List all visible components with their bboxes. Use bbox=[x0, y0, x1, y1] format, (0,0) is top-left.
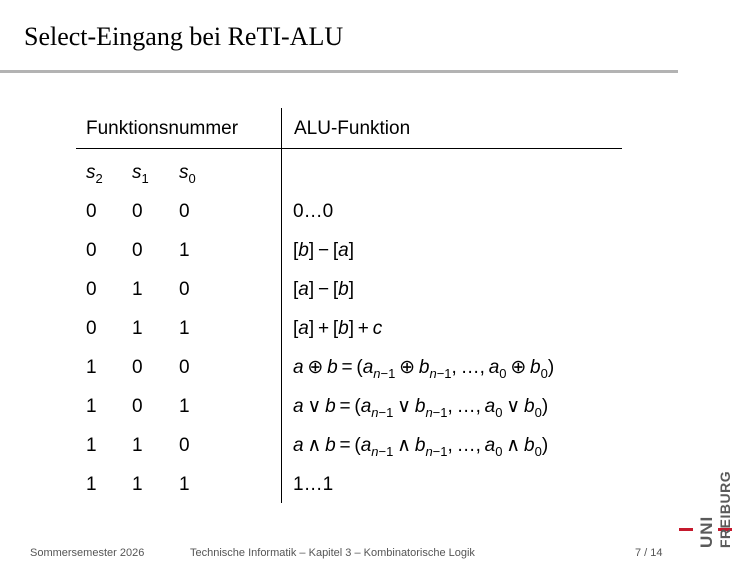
logo-uni-text: UNI bbox=[697, 515, 716, 548]
header-function-number: Funktionsnummer bbox=[86, 118, 239, 139]
alu-function: 1…1 bbox=[293, 474, 334, 495]
s0-value: 0 bbox=[179, 357, 190, 378]
s0-value: 0 bbox=[179, 279, 190, 300]
s0-value: 1 bbox=[179, 240, 190, 261]
slide-title: Select-Eingang bei ReTI-ALU bbox=[24, 22, 344, 51]
s2-value: 1 bbox=[86, 396, 97, 417]
s0-value: 1 bbox=[179, 318, 190, 339]
label-s2: s2 bbox=[86, 162, 103, 186]
s1-value: 1 bbox=[132, 318, 143, 339]
university-logo: UNI FREIBURG bbox=[677, 471, 753, 564]
table-row-select-labels: s2 s1 s0 bbox=[76, 154, 622, 193]
label-s0: s0 bbox=[179, 162, 196, 186]
s2-value: 1 bbox=[86, 435, 97, 456]
s2-value: 0 bbox=[86, 201, 97, 222]
alu-function: [a] + [b] + c bbox=[293, 318, 383, 339]
s0-value: 0 bbox=[179, 435, 190, 456]
table-row: 0 0 0 0…0 bbox=[76, 193, 622, 232]
page-number: 7 / 14 bbox=[635, 547, 663, 559]
table-row: 0 1 0 [a] − [b] bbox=[76, 271, 622, 310]
s1-value: 0 bbox=[132, 201, 143, 222]
s0-value: 0 bbox=[179, 201, 190, 222]
s1-value: 0 bbox=[132, 240, 143, 261]
s1-value: 1 bbox=[132, 279, 143, 300]
table-row: 1 1 1 1…1 bbox=[76, 466, 622, 505]
s2-value: 0 bbox=[86, 240, 97, 261]
s2-value: 0 bbox=[86, 279, 97, 300]
alu-function: a ∧ b = (an−1 ∧ bn−1, …, a0 ∧ b0) bbox=[293, 435, 549, 459]
s2-value: 0 bbox=[86, 318, 97, 339]
s2-value: 1 bbox=[86, 357, 97, 378]
logo-accent-bar bbox=[718, 528, 732, 531]
table-header-rule bbox=[76, 148, 622, 149]
alu-function-table: Funktionsnummer ALU-Funktion s2 s1 s0 0 … bbox=[76, 108, 622, 503]
s0-value: 1 bbox=[179, 396, 190, 417]
footer-semester: Sommersemester 2026 bbox=[30, 547, 145, 559]
s1-value: 0 bbox=[132, 396, 143, 417]
s2-value: 1 bbox=[86, 474, 97, 495]
alu-function: 0…0 bbox=[293, 201, 334, 222]
table-row: 0 0 1 [b] − [a] bbox=[76, 232, 622, 271]
alu-function: [a] − [b] bbox=[293, 279, 354, 300]
table-row: 1 0 1 a ∨ b = (an−1 ∨ bn−1, …, a0 ∨ b0) bbox=[76, 388, 622, 427]
alu-function: a ∨ b = (an−1 ∨ bn−1, …, a0 ∨ b0) bbox=[293, 396, 549, 420]
s0-value: 1 bbox=[179, 474, 190, 495]
alu-function: a ⊕ b = (an−1 ⊕ bn−1, …, a0 ⊕ b0) bbox=[293, 357, 555, 381]
logo-accent-bar bbox=[679, 528, 693, 531]
label-s1: s1 bbox=[132, 162, 149, 186]
s1-value: 1 bbox=[132, 435, 143, 456]
logo-freiburg-text: FREIBURG bbox=[717, 470, 733, 548]
table-row: 0 1 1 [a] + [b] + c bbox=[76, 310, 622, 349]
title-divider bbox=[0, 70, 678, 73]
footer-course-title: Technische Informatik – Kapitel 3 – Komb… bbox=[190, 547, 475, 559]
header-alu-function: ALU-Funktion bbox=[294, 118, 411, 139]
s1-value: 0 bbox=[132, 357, 143, 378]
table-row: 1 1 0 a ∧ b = (an−1 ∧ bn−1, …, a0 ∧ b0) bbox=[76, 427, 622, 466]
table-row: 1 0 0 a ⊕ b = (an−1 ⊕ bn−1, …, a0 ⊕ b0) bbox=[76, 349, 622, 388]
table-vertical-rule bbox=[281, 108, 282, 503]
alu-function: [b] − [a] bbox=[293, 240, 354, 261]
s1-value: 1 bbox=[132, 474, 143, 495]
